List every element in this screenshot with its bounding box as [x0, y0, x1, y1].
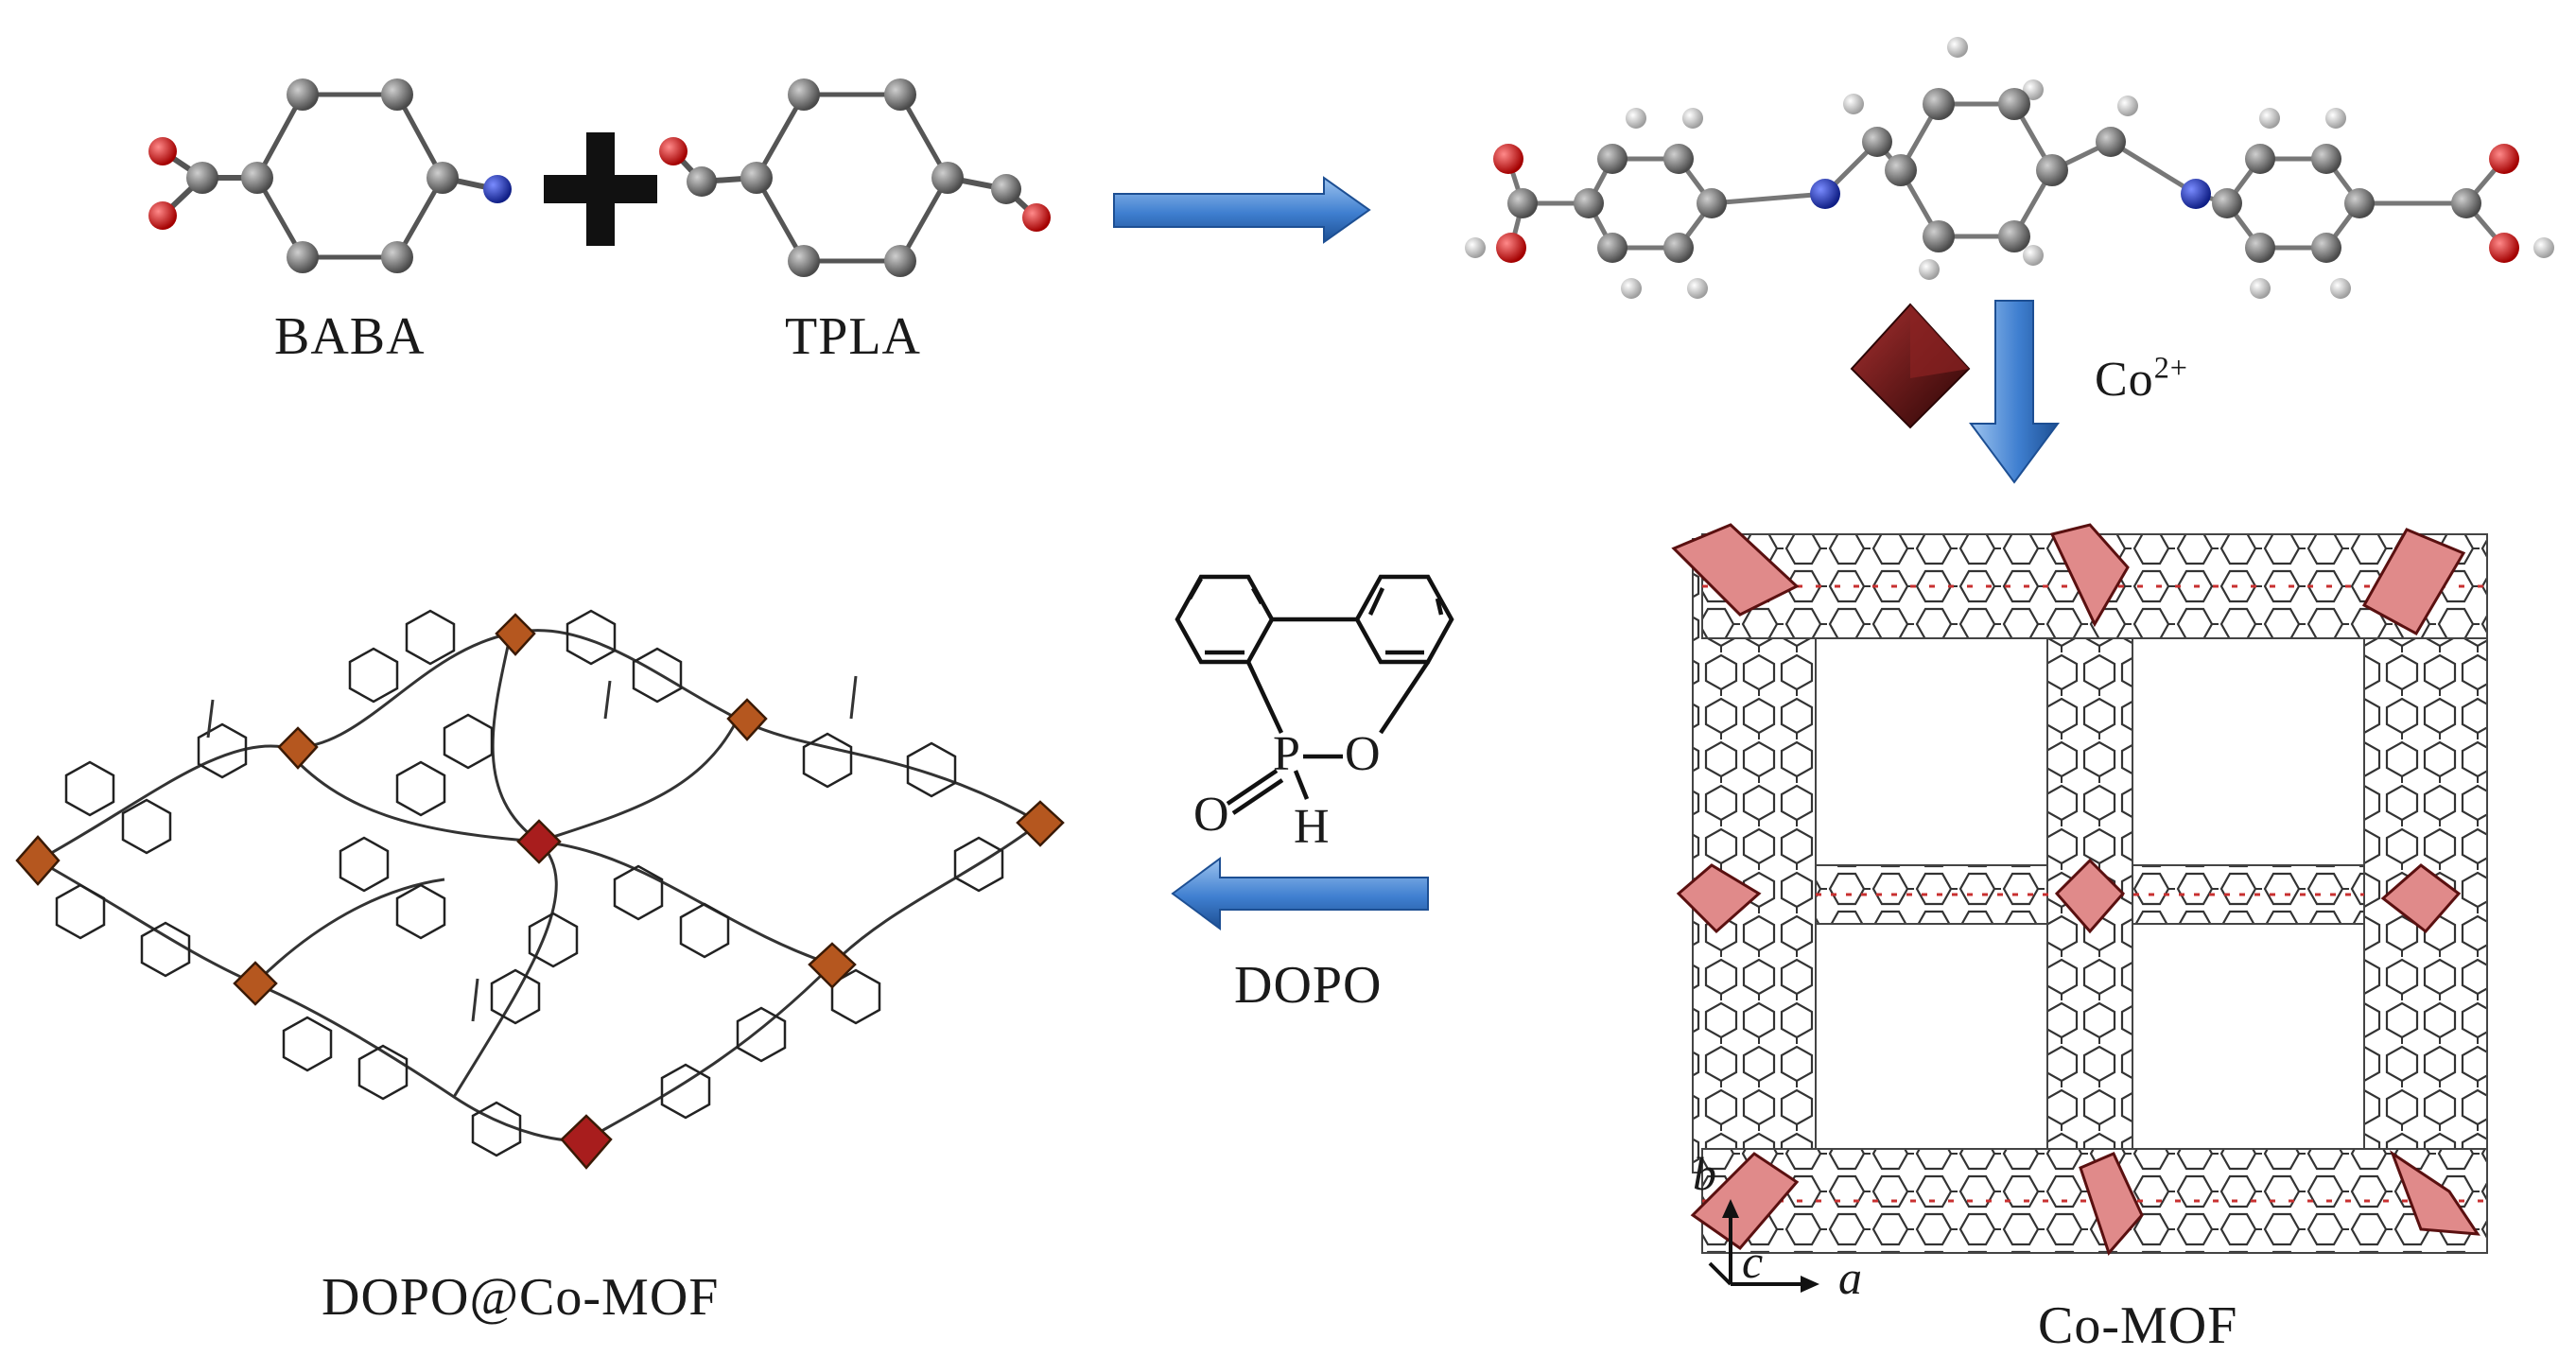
tpla-molecule [659, 78, 1051, 277]
axis-label-a: a [1838, 1251, 1863, 1304]
co-mof-framework [1671, 523, 2488, 1256]
arrow-left [1171, 857, 1429, 930]
ligand-product-atoms [1465, 37, 2554, 299]
crystal-axes [1708, 1199, 1819, 1293]
arrow-right [1113, 176, 1371, 244]
dopo-co-mof-octahedra [15, 613, 1065, 1170]
cobalt-ion-charge: 2+ [2153, 350, 2188, 385]
cobalt-ion-label: Co2+ [2095, 352, 2188, 408]
arrow-down [1969, 300, 2060, 484]
dopo-atom-phosphorus: P [1273, 727, 1301, 781]
plus-sign [544, 132, 657, 246]
axis-label-b: b [1693, 1147, 1717, 1200]
dopo-reagent-label: DOPO [1234, 956, 1383, 1015]
dopo-co-mof-network [37, 609, 1041, 1157]
dopo-atom-oxygen-double: O [1193, 788, 1230, 842]
dopo-atom-hydrogen: H [1294, 800, 1331, 854]
baba-molecule [148, 78, 512, 273]
co-mof-label: Co-MOF [2038, 1296, 2238, 1355]
cobalt-ion-base: Co [2095, 353, 2154, 407]
dopo-atom-oxygen-ring: O [1345, 727, 1382, 781]
baba-label: BABA [274, 307, 426, 366]
dopo-structure [1175, 574, 1454, 815]
cobalt-octahedron-icon [1850, 303, 1971, 429]
dopo-co-mof-label: DOPO@Co-MOF [322, 1268, 720, 1327]
tpla-label: TPLA [785, 307, 921, 366]
axis-label-c: c [1742, 1235, 1765, 1288]
